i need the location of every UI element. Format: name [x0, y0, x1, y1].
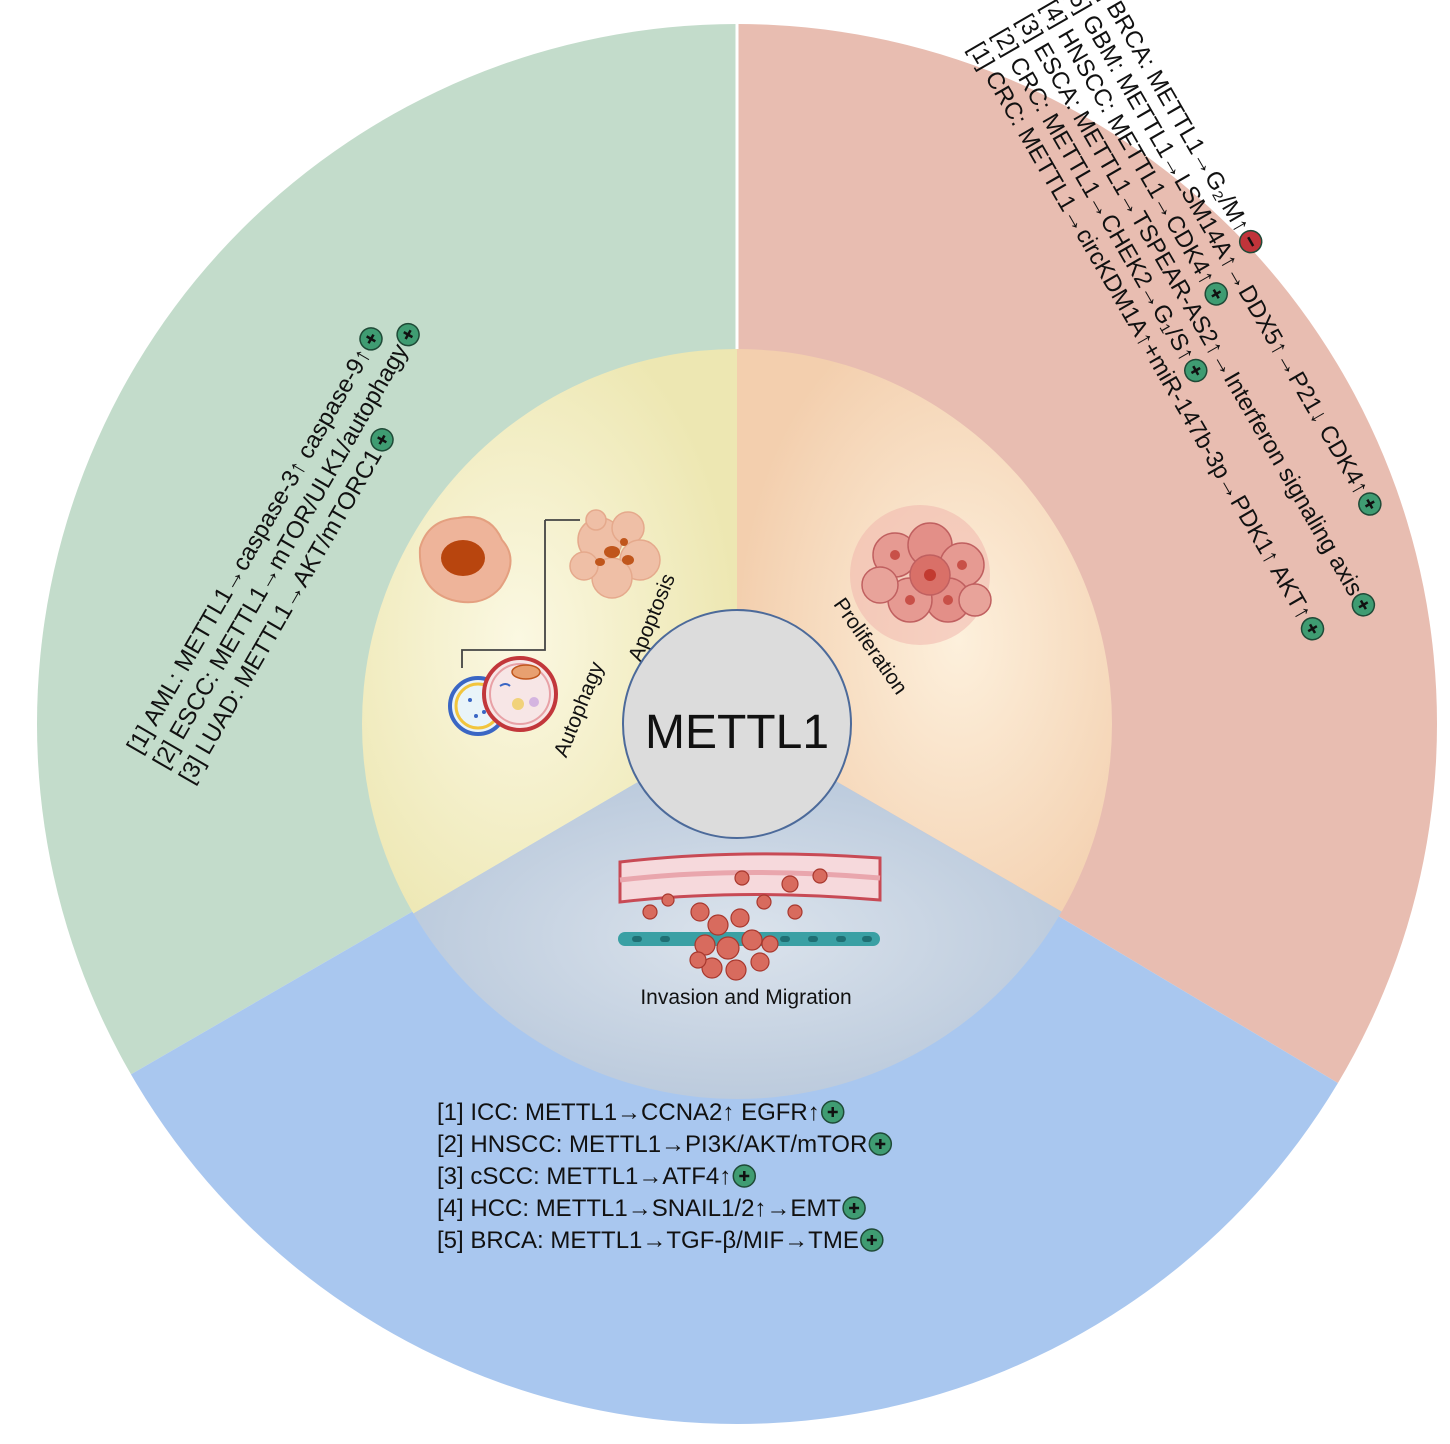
plus-badge-icon — [842, 1196, 866, 1220]
invasion-migration-illustration: Invasion and Migration — [618, 852, 882, 1009]
ref-number: [1] — [437, 1099, 470, 1126]
plus-badge-icon — [1184, 358, 1208, 383]
plus-badge-icon — [396, 322, 420, 347]
sector-proliferation — [737, 24, 1437, 1150]
minus-badge-icon — [1238, 229, 1263, 254]
center-circle — [622, 609, 852, 839]
pathway-text: cSCC: METTL1→ATF4↑ — [470, 1163, 731, 1190]
proliferation-cell-cluster — [850, 505, 992, 645]
invasion-migration-label: Invasion and Migration — [640, 986, 851, 1009]
pathway-text: HCC: METTL1→SNAIL1/2↑→EMT — [470, 1195, 841, 1222]
ref-number: [5] — [437, 1227, 470, 1254]
pathway-text: HNSCC: METTL1→PI3K/AKT/mTOR — [470, 1131, 867, 1158]
plus-badge-icon — [860, 1228, 884, 1252]
plus-badge-icon — [820, 1100, 845, 1124]
invasion-line-5: [5] BRCA: METTL1→TGF-β/MIF→TME — [437, 1227, 859, 1254]
ref-number: [3] — [437, 1163, 470, 1190]
invasion-text-block: [1] ICC: METTL1→CCNA2↑ EGFR↑ [2] HNSCC: … — [437, 1099, 893, 1254]
plus-badge-icon — [1351, 593, 1376, 617]
invasion-line-1: [1] ICC: METTL1→CCNA2↑ EGFR↑ — [437, 1099, 820, 1126]
plus-badge-icon — [1358, 492, 1382, 516]
invasion-line-4: [4] HCC: METTL1→SNAIL1/2↑→EMT — [437, 1195, 841, 1222]
plus-badge-icon — [868, 1132, 893, 1156]
autophagy-illustration — [448, 656, 558, 736]
ref-number: [2] — [437, 1131, 470, 1158]
plus-badge-icon — [732, 1164, 757, 1188]
ref-number: [6] — [1084, 0, 1124, 10]
ref-number: [4] — [437, 1195, 470, 1222]
plus-badge-icon — [359, 327, 383, 351]
invasion-line-3: [3] cSCC: METTL1→ATF4↑ — [437, 1163, 731, 1190]
plus-badge-icon — [1204, 282, 1228, 306]
apoptosis-cell-illustration — [418, 509, 661, 668]
pathway-text: ICC: METTL1→CCNA2↑ EGFR↑ — [470, 1099, 819, 1126]
pathway-text: BRCA: METTL1→TGF-β/MIF→TME — [470, 1227, 858, 1254]
center-label: METTL1 — [645, 706, 829, 759]
plus-badge-icon — [370, 428, 394, 452]
invasion-line-2: [2] HNSCC: METTL1→PI3K/AKT/mTOR — [437, 1131, 867, 1158]
plus-badge-icon — [1300, 616, 1325, 641]
